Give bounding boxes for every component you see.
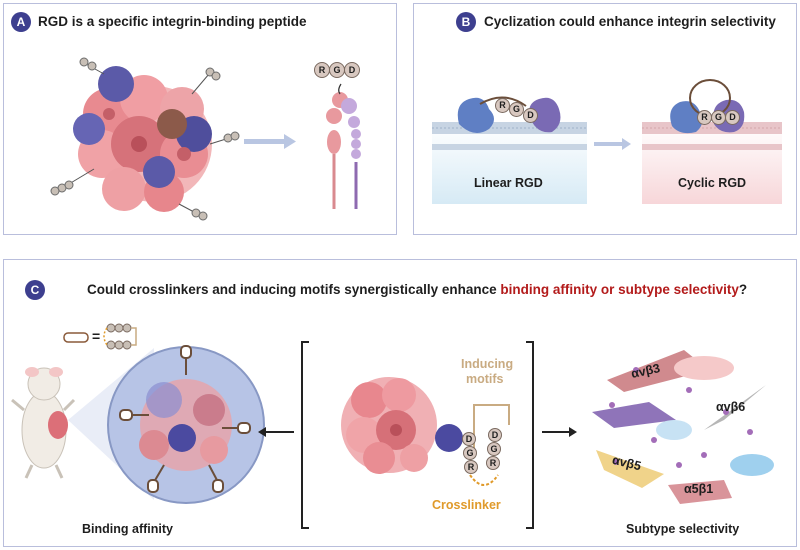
tumor-cluster-center bbox=[341, 377, 463, 474]
left-residue-g: G bbox=[463, 446, 477, 460]
right-residue-r: R bbox=[486, 456, 500, 470]
linear-residue-d: D bbox=[523, 108, 538, 123]
tumor-cluster bbox=[73, 66, 212, 212]
binding-affinity-label: Binding affinity bbox=[82, 522, 173, 536]
blue-cell bbox=[73, 113, 105, 145]
panel-a-badge: A bbox=[11, 12, 31, 32]
panel-b-title: Cyclization could enhance integrin selec… bbox=[484, 14, 776, 29]
arrow-right-icon bbox=[244, 134, 296, 149]
panel-a-title: RGD is a specific integrin-binding pepti… bbox=[38, 14, 307, 29]
panel-a-illustration bbox=[50, 57, 361, 221]
mouse-icon bbox=[11, 367, 76, 479]
inducing-motif-frame bbox=[473, 404, 510, 450]
panel-c-illustration bbox=[11, 323, 774, 529]
cyclic-residue-d: D bbox=[725, 110, 740, 125]
cyclic-residue-r: R bbox=[697, 110, 712, 125]
panel-b-illustration bbox=[432, 79, 782, 204]
legend-key bbox=[63, 323, 137, 350]
panel-c-title: Could crosslinkers and inducing motifs s… bbox=[87, 282, 747, 297]
crosslinker-label: Crosslinker bbox=[432, 498, 501, 512]
blue-cell bbox=[98, 66, 134, 102]
panel-c: C Could crosslinkers and inducing motifs… bbox=[3, 259, 797, 547]
rgd-chains bbox=[50, 57, 240, 221]
left-bracket bbox=[301, 341, 309, 529]
linear-residue-g: G bbox=[509, 102, 524, 117]
tumor-zoom bbox=[107, 345, 265, 504]
residue-r: R bbox=[314, 62, 330, 78]
integrin-label-avb6: αvβ6 bbox=[716, 400, 746, 414]
left-residue-d: D bbox=[462, 432, 476, 446]
integrin-icon bbox=[326, 83, 361, 209]
linear-residue-r: R bbox=[495, 98, 510, 113]
panel-c-title-highlight: binding affinity or subtype selectivity bbox=[500, 282, 739, 297]
integrin-linear bbox=[457, 96, 561, 133]
inducing-motifs-label-1: Inducing bbox=[461, 357, 514, 371]
residue-d: D bbox=[344, 62, 360, 78]
subtype-selectivity-label: Subtype selectivity bbox=[626, 522, 740, 536]
blue-cell bbox=[435, 424, 463, 452]
panel-c-title-prefix: Could crosslinkers and inducing motifs s… bbox=[87, 282, 501, 297]
panel-c-badge: C bbox=[25, 280, 45, 300]
panel-b-badge: B bbox=[456, 12, 476, 32]
cyclic-rgd-label: Cyclic RGD bbox=[678, 176, 747, 190]
legend-equals: = bbox=[92, 328, 101, 344]
panel-c-title-suffix: ? bbox=[738, 282, 748, 297]
residue-g: G bbox=[329, 62, 345, 78]
linear-rgd-label: Linear RGD bbox=[474, 176, 543, 190]
panel-b: B Cyclization could enhance integrin sel… bbox=[413, 3, 797, 235]
blue-cell bbox=[143, 156, 175, 188]
membrane-cyclic bbox=[642, 122, 782, 204]
right-residue-g: G bbox=[487, 442, 501, 456]
cyclic-residue-g: G bbox=[711, 110, 726, 125]
arrow-right-icon bbox=[542, 427, 577, 437]
arrow-right-icon bbox=[594, 138, 631, 150]
left-residue-r: R bbox=[464, 460, 478, 474]
inducing-motifs-label-2: motifs bbox=[466, 372, 504, 386]
integrin-subtypes bbox=[592, 350, 774, 504]
arrow-left-icon bbox=[258, 427, 294, 437]
panel-a: A RGD is a specific integrin-binding pep… bbox=[3, 3, 397, 235]
right-residue-d: D bbox=[488, 428, 502, 442]
membrane-linear bbox=[432, 122, 587, 204]
right-bracket bbox=[526, 341, 534, 529]
crosslinker-link bbox=[469, 474, 499, 486]
integrin-label-a5b1: α5β1 bbox=[684, 482, 714, 496]
